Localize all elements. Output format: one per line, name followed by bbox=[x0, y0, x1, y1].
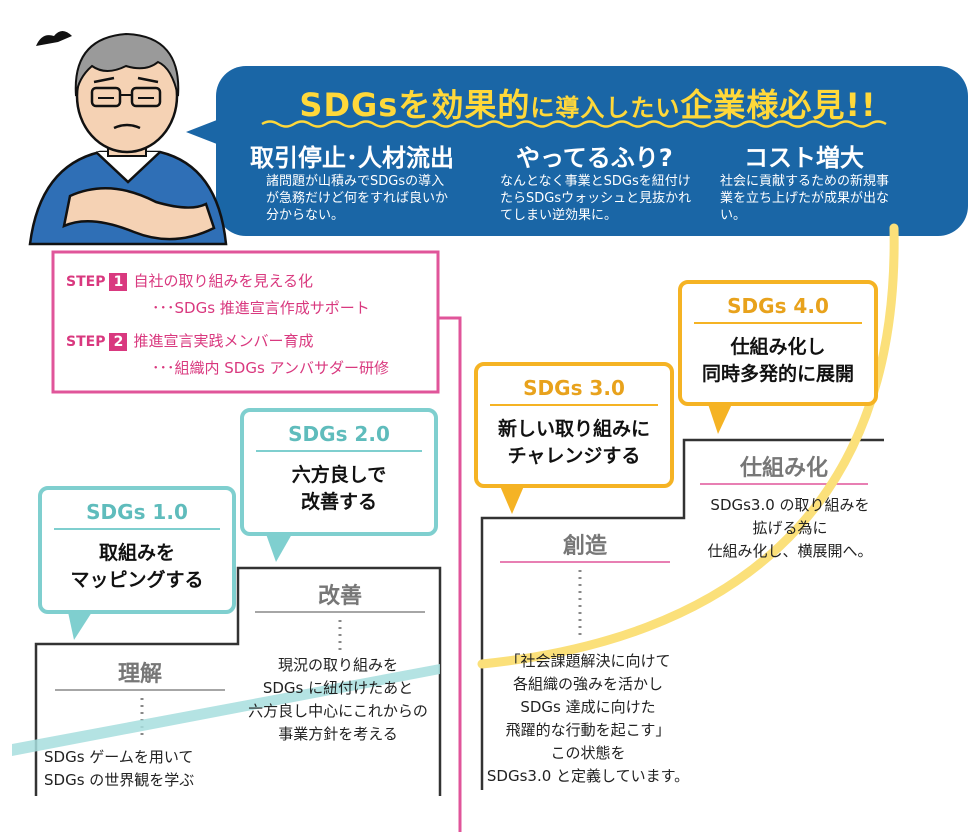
stage-label-systemize: 仕組み化 bbox=[739, 456, 828, 481]
banner-bubble bbox=[216, 66, 968, 236]
banner-underline bbox=[261, 120, 887, 128]
callout-sdgs-4: SDGs 4.0 仕組み化し同時多発的に展開 bbox=[678, 280, 878, 406]
staircase-left bbox=[34, 566, 442, 796]
problem-3: コスト増大 社会に貢献するための新規事業を立ち上げたが成果が出ない。 bbox=[720, 144, 890, 223]
problem-1: 取引停止･人材流出 諸問題が山積みでSDGsの導入が急務だけど何をすれば良いか分… bbox=[250, 144, 454, 223]
gloom-cloud-icon bbox=[36, 31, 72, 46]
teal-band bbox=[12, 664, 440, 756]
problem-2: やってるふり? なんとなく事業とSDGsを紐付けたらSDGsウォッシュと見抜かれ… bbox=[500, 144, 692, 223]
stage-label-create: 創造 bbox=[562, 534, 607, 559]
desc-stage-4: SDGs3.0 の取り組みを拡げる為に仕組み化し、横展開へ。 bbox=[707, 496, 873, 560]
pink-divider bbox=[438, 316, 462, 832]
callout-sdgs-1: SDGs 1.0 取組みをマッピングする bbox=[38, 486, 236, 614]
yellow-curve bbox=[477, 223, 899, 669]
banner-title: SDGsを効果的に導入したい企業様必見!! bbox=[299, 86, 877, 124]
staircase-right bbox=[480, 438, 884, 790]
callout-sdgs-2: SDGs 2.0 六方良しで改善する bbox=[240, 408, 438, 536]
worried-man-illustration bbox=[28, 32, 228, 246]
callout-sdgs-3: SDGs 3.0 新しい取り組みにチャレンジする bbox=[474, 362, 674, 488]
stage-label-improve: 改善 bbox=[317, 584, 362, 609]
banner-bubble-tail bbox=[186, 118, 222, 146]
stage-label-understand: 理解 bbox=[117, 662, 162, 687]
